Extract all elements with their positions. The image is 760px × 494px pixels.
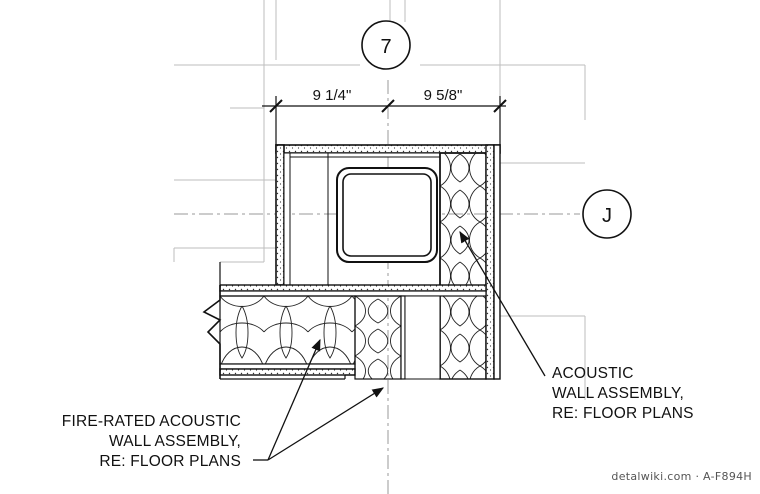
note-acoustic-line-1: ACOUSTIC — [552, 365, 634, 382]
leader-lines — [253, 230, 546, 461]
note-acoustic-line-3: RE: FLOOR PLANS — [552, 405, 694, 422]
note-fire-rated-line-2: WALL ASSEMBLY, — [109, 433, 241, 450]
break-line — [202, 285, 222, 379]
fire-rated-wall-vertical — [354, 295, 441, 380]
acoustic-wall-right — [439, 144, 501, 380]
note-fire-rated: FIRE-RATED ACOUSTIC WALL ASSEMBLY, RE: F… — [62, 413, 241, 470]
grid-label-column: 7 — [380, 36, 391, 58]
grid-bubble-j: J — [582, 189, 632, 239]
credit-watermark: detalwiki.com · A-F894H — [611, 470, 752, 483]
reference-lines — [173, 0, 586, 400]
dimension-string — [262, 96, 507, 145]
dimension-right: 9 5/8" — [424, 87, 463, 104]
dimension-left: 9 1/4" — [313, 87, 352, 104]
note-acoustic: ACOUSTIC WALL ASSEMBLY, RE: FLOOR PLANS — [552, 365, 694, 422]
note-acoustic-line-2: WALL ASSEMBLY, — [552, 385, 684, 402]
note-fire-rated-line-1: FIRE-RATED ACOUSTIC — [62, 413, 241, 430]
grid-label-row: J — [602, 205, 612, 227]
steel-column — [336, 167, 438, 263]
grid-bubble-7: 7 — [361, 20, 411, 70]
note-fire-rated-line-3: RE: FLOOR PLANS — [99, 453, 241, 470]
